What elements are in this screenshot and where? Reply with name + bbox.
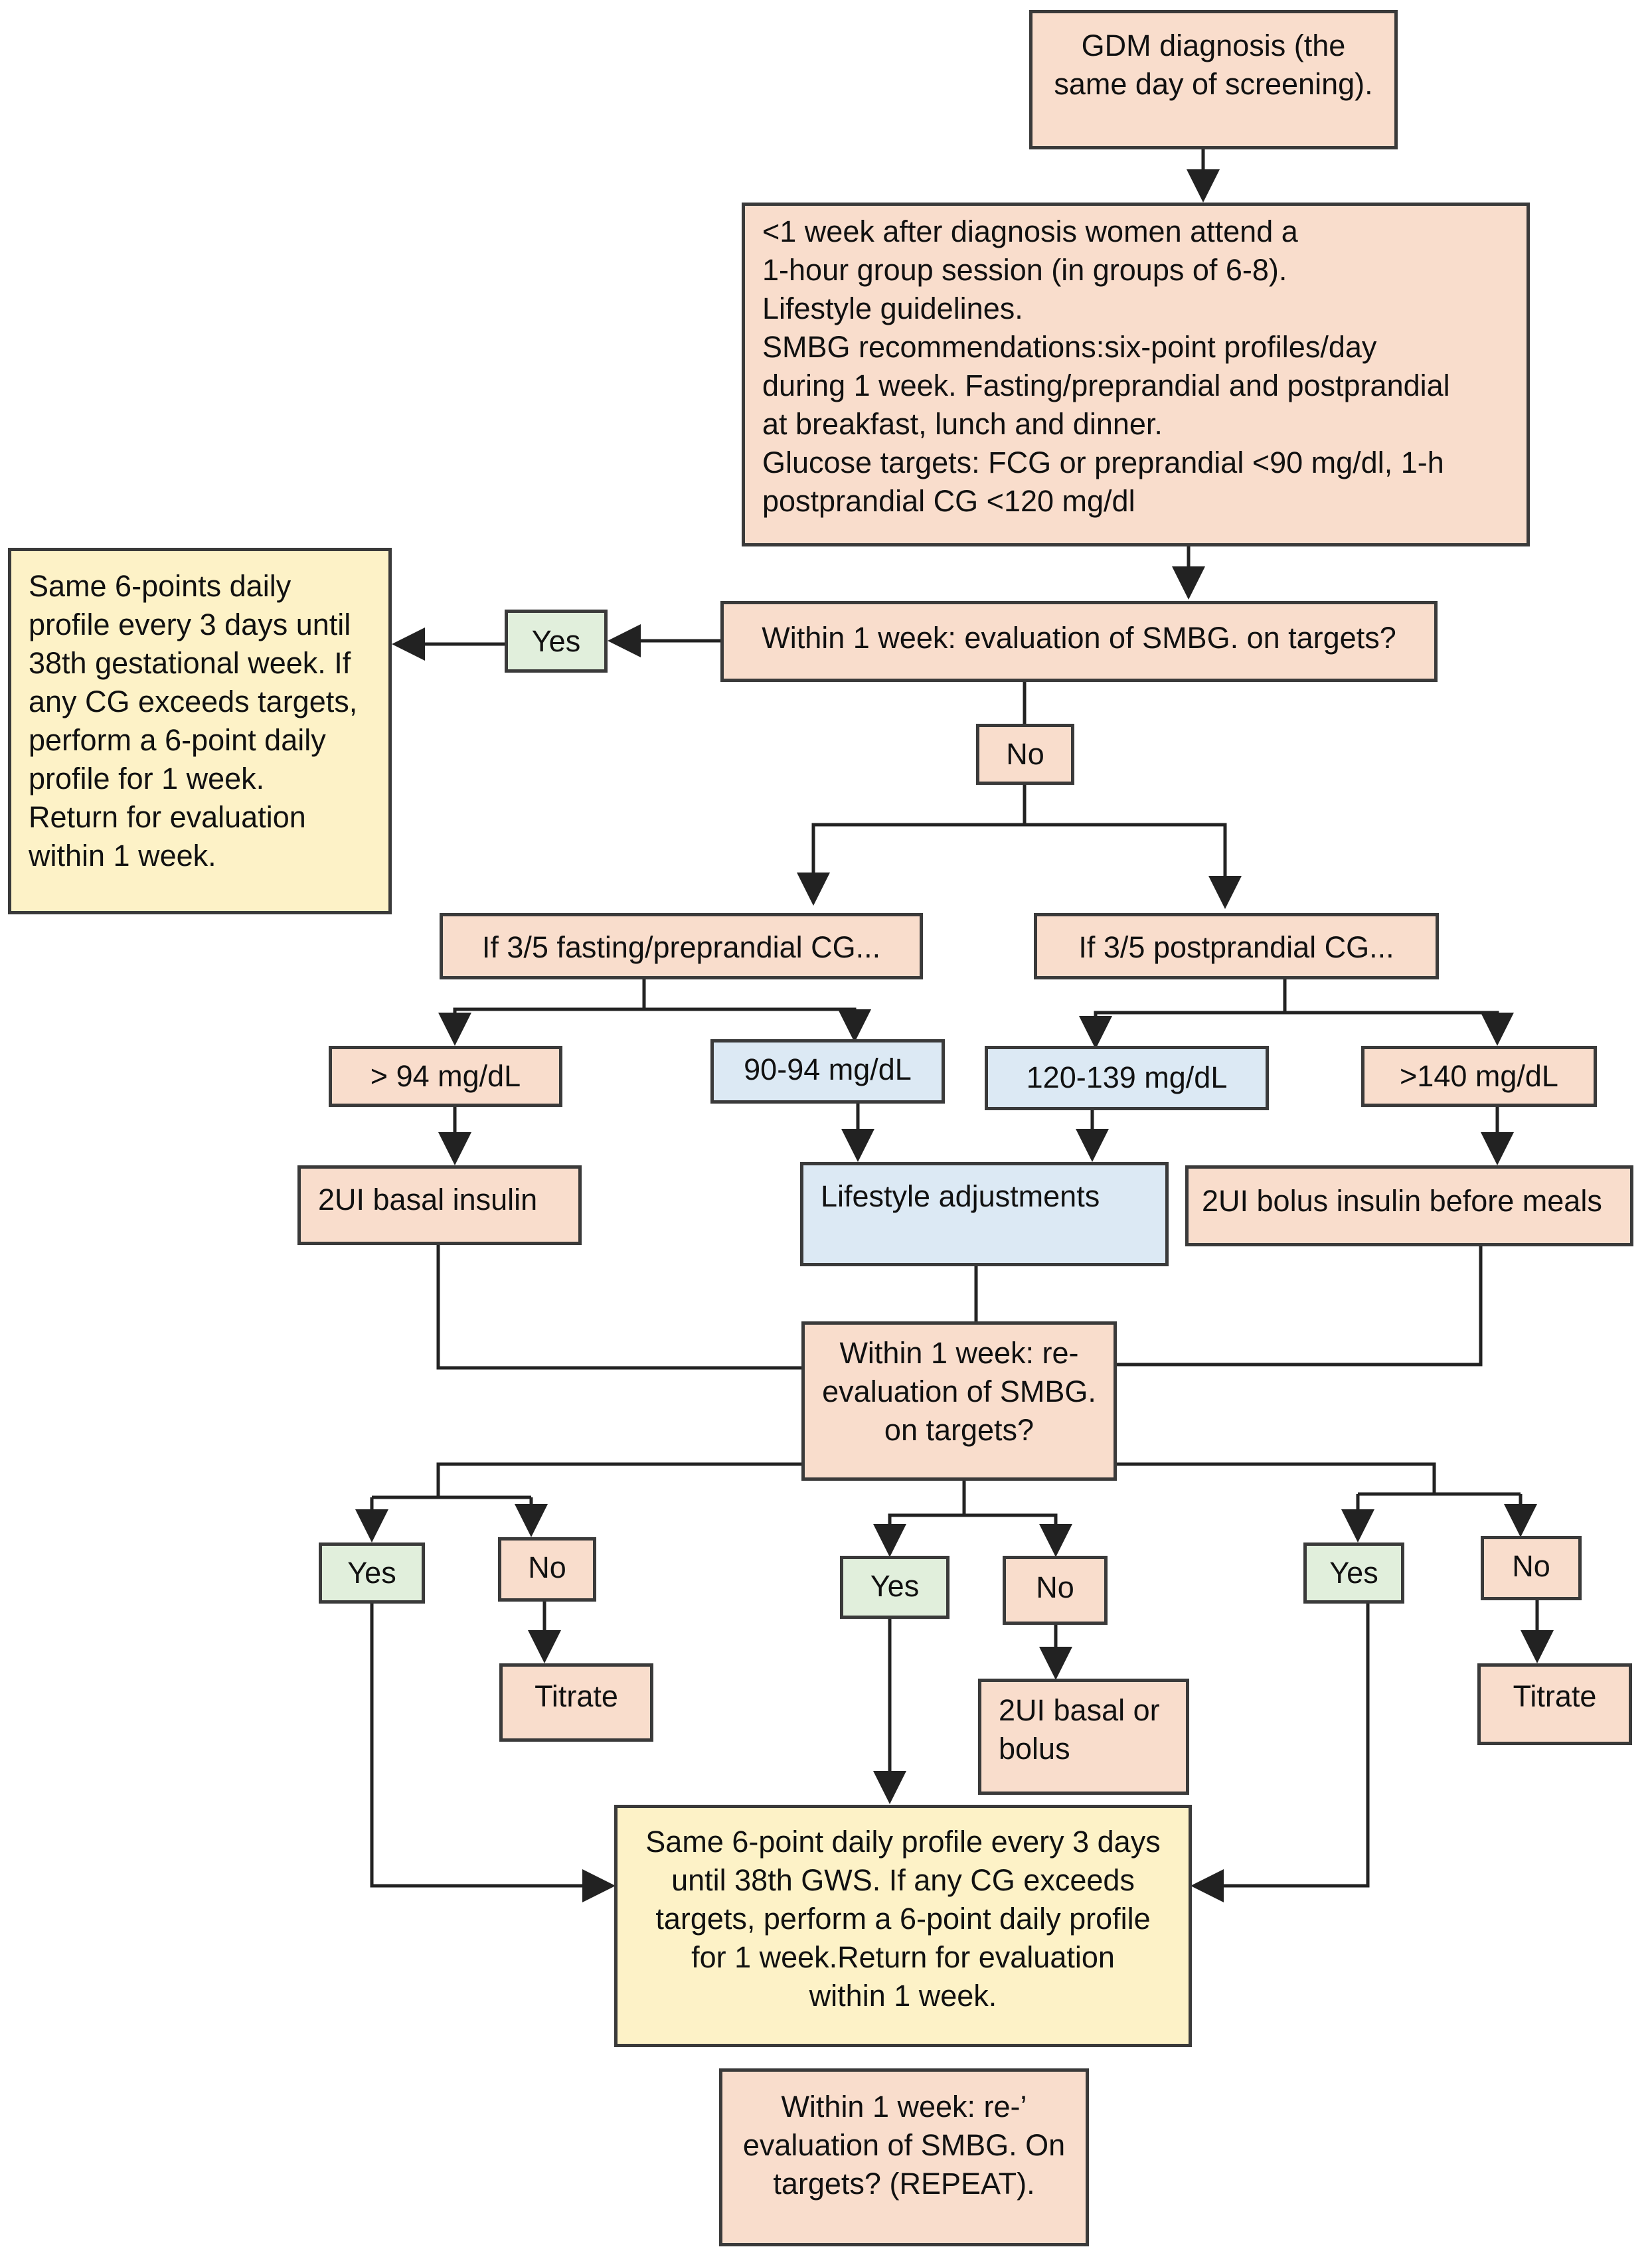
node-postprandial-branch: If 3/5 postprandial CG... bbox=[1034, 913, 1439, 979]
node-lifestyle-adjustments: Lifestyle adjustments bbox=[800, 1162, 1169, 1266]
connector-no-split bbox=[797, 785, 1027, 906]
node-no-top: No bbox=[976, 724, 1074, 785]
connector-reevaluation-mid-trunk bbox=[873, 1479, 966, 1557]
node-yes-left: Yes bbox=[319, 1542, 425, 1604]
node-evaluation-on-targets: Within 1 week: evaluation of SMBG. on ta… bbox=[720, 601, 1438, 682]
node-no-mid: No bbox=[1003, 1556, 1108, 1625]
connector-yes-left-to-profile bbox=[370, 1600, 616, 1902]
node-bolus-insulin: 2UI bolus insulin before meals bbox=[1185, 1165, 1633, 1246]
node-yes-top: Yes bbox=[505, 610, 608, 673]
node-reevaluation-repeat: Within 1 week: re-’ evaluation of SMBG. … bbox=[719, 2068, 1089, 2246]
node-gdm-diagnosis: GDM diagnosis (the same day of screening… bbox=[1029, 10, 1398, 149]
node-titrate-left: Titrate bbox=[499, 1663, 653, 1742]
node-yes-mid: Yes bbox=[840, 1556, 950, 1619]
node-same-profile-top: Same 6-points daily profile every 3 days… bbox=[8, 548, 392, 914]
node-reevaluation: Within 1 week: re- evaluation of SMBG. o… bbox=[801, 1321, 1117, 1481]
connector-postprandial-split-left bbox=[1079, 978, 1287, 1049]
node-basal-or-bolus: 2UI basal or bolus bbox=[978, 1679, 1189, 1795]
connector-reevaluation-left-trunk bbox=[436, 1462, 801, 1497]
node-no-left: No bbox=[498, 1537, 596, 1602]
connector-bolus-to-reevaluation bbox=[1115, 1245, 1483, 1367]
connector-mid-to-no bbox=[964, 1513, 1072, 1557]
node-fasting-branch: If 3/5 fasting/preprandial CG... bbox=[440, 913, 923, 979]
node-same-profile-bottom: Same 6-point daily profile every 3 days … bbox=[614, 1805, 1192, 2047]
connector-no-to-postprandial bbox=[1025, 823, 1242, 909]
node-yes-right: Yes bbox=[1303, 1542, 1404, 1604]
node-basal-insulin: 2UI basal insulin bbox=[297, 1165, 582, 1245]
node-gt140: >140 mg/dL bbox=[1361, 1046, 1597, 1107]
node-titrate-right: Titrate bbox=[1477, 1663, 1632, 1745]
node-90-94: 90-94 mg/dL bbox=[710, 1039, 945, 1104]
node-120-139: 120-139 mg/dL bbox=[985, 1046, 1269, 1110]
connector-fasting-split-left bbox=[438, 978, 646, 1046]
node-gt94: > 94 mg/dL bbox=[329, 1046, 562, 1107]
connector-basal-to-reevaluation bbox=[436, 1244, 801, 1370]
node-group-session: <1 week after diagnosis women attend a 1… bbox=[742, 203, 1530, 546]
connector-fasting-split-right bbox=[644, 1007, 871, 1042]
connector-yes-right-to-profile bbox=[1191, 1602, 1370, 1902]
connector-reevaluation-right-trunk bbox=[1115, 1462, 1436, 1494]
connector-postprandial-split-right bbox=[1285, 1011, 1514, 1046]
node-no-right: No bbox=[1481, 1536, 1582, 1600]
